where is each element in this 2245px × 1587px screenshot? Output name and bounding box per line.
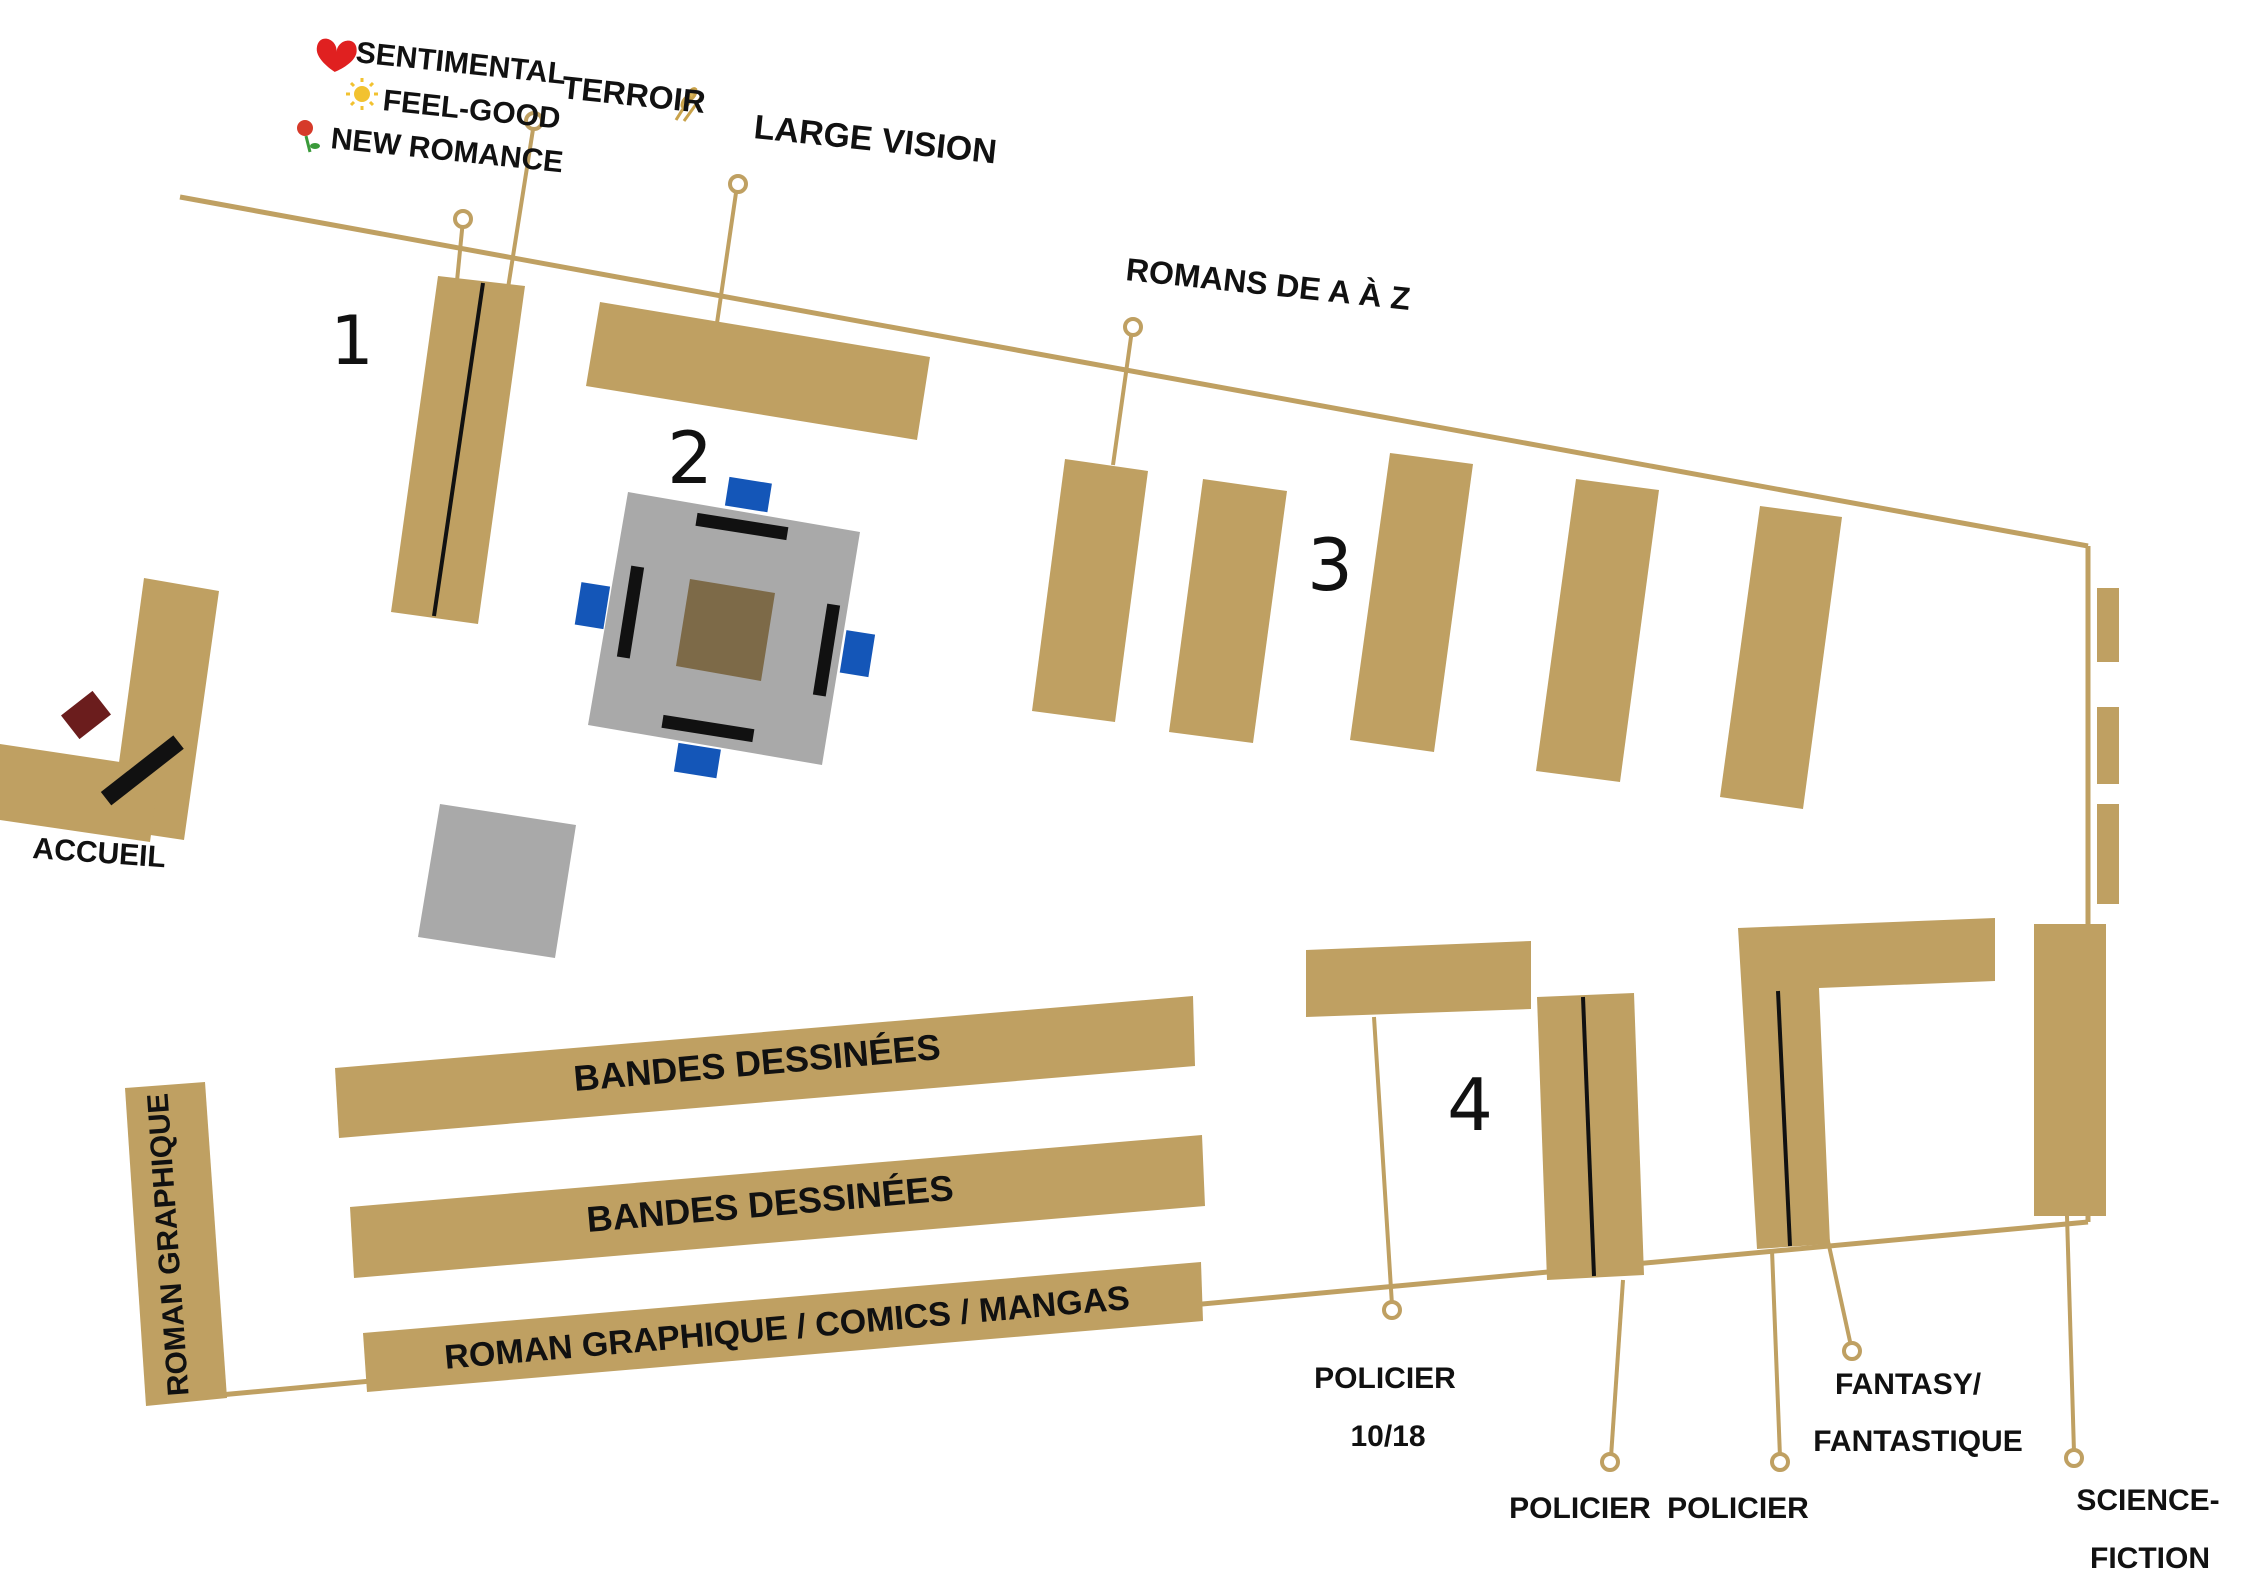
leader-policier-1018-dot xyxy=(1382,1300,1402,1320)
shelves-zone4 xyxy=(1306,918,2106,1280)
shelf-romans-3 xyxy=(1350,453,1473,752)
shelves-romans xyxy=(1032,453,1842,809)
leader-policier-a-dot xyxy=(1600,1452,1620,1472)
leader-fantasy xyxy=(1824,1231,1853,1347)
seat-bottom xyxy=(673,742,721,779)
leader-science-fiction-dot xyxy=(2064,1448,2084,1468)
leader-terroir xyxy=(506,122,536,289)
leader-large-vision-dot xyxy=(728,174,748,194)
wall-shelf-1 xyxy=(2097,588,2119,662)
seat-right xyxy=(839,630,876,678)
seat-top xyxy=(724,476,772,513)
leader-fantasy-dot xyxy=(1842,1341,1862,1361)
shelf-comics xyxy=(363,1262,1203,1392)
leader-romans-dot xyxy=(1123,317,1143,337)
shelf-policier-1018 xyxy=(1306,941,1531,1017)
shelf-romans-1 xyxy=(1032,459,1148,722)
leader-policier-b xyxy=(1770,1249,1782,1458)
label-fantasy-line2: FANTASTIQUE xyxy=(1813,1425,2022,1458)
label-science-fiction-line2: FICTION xyxy=(2090,1542,2210,1575)
shelf-large-vision xyxy=(586,302,930,440)
rose-icon xyxy=(297,120,320,153)
top-wall xyxy=(179,194,2089,549)
leader-sentimental-dot xyxy=(453,209,473,229)
reading-table xyxy=(574,476,876,779)
shelf-romans-2 xyxy=(1169,479,1287,743)
shelf-fantasy xyxy=(1738,918,1995,1249)
zone-number-1: 1 xyxy=(330,302,373,381)
leader-lines xyxy=(453,111,2084,1472)
sun-icon xyxy=(346,78,378,110)
table-bar-top xyxy=(695,512,789,541)
label-policier-1018-line2: 10/18 xyxy=(1350,1420,1425,1453)
leader-policier-b-dot xyxy=(1770,1452,1790,1472)
accueil-desk xyxy=(0,578,219,842)
table-bar-right xyxy=(812,603,841,697)
leader-science-fiction xyxy=(2065,1215,2076,1453)
shelf-romans-5 xyxy=(1720,506,1842,809)
shelf-bd-2 xyxy=(350,1135,1205,1278)
grey-block xyxy=(418,804,576,958)
label-large-vision: LARGE VISION xyxy=(752,108,998,171)
shelf-roman-graphique xyxy=(125,1082,227,1406)
wall-shelf-3 xyxy=(2097,804,2119,904)
wheat-icon xyxy=(674,87,704,122)
label-fantasy-line1: FANTASY/ xyxy=(1835,1368,1982,1401)
shelf-fantasy-divider xyxy=(1776,990,1792,1247)
wall-shelf-2 xyxy=(2097,707,2119,784)
shelves-bd xyxy=(125,996,1205,1406)
leader-policier-a xyxy=(1609,1279,1625,1458)
zone-number-4: 4 xyxy=(1447,1063,1493,1147)
leader-sentimental xyxy=(455,219,465,282)
zone-number-2: 2 xyxy=(667,416,713,500)
label-sentimental: SENTIMENTAL xyxy=(354,36,567,91)
leader-large-vision xyxy=(715,185,739,324)
label-feel-good: FEEL-GOOD xyxy=(381,84,562,135)
table-bar-left xyxy=(616,565,645,659)
leader-policier-1018 xyxy=(1372,1016,1394,1306)
shelf-science-fiction xyxy=(2034,924,2106,1216)
leader-romans xyxy=(1111,329,1134,466)
desk-item xyxy=(61,690,111,740)
label-science-fiction-line1: SCIENCE- xyxy=(2076,1484,2219,1517)
shelf-sentimental xyxy=(391,276,525,624)
label-terroir: TERROIR xyxy=(560,69,707,120)
desk-horizontal xyxy=(0,744,160,842)
label-policier-1018-line1: POLICIER xyxy=(1314,1362,1456,1395)
label-policier-a: POLICIER xyxy=(1509,1492,1651,1525)
wall-shelves-right xyxy=(2097,588,2119,904)
desk-bar xyxy=(100,735,184,806)
shelf-policier-a-divider xyxy=(1581,996,1596,1277)
shelf-bd-1 xyxy=(335,996,1195,1138)
seat-left xyxy=(574,582,611,630)
table-center xyxy=(676,579,775,681)
leader-terroir-dot xyxy=(524,111,544,131)
heart-icon xyxy=(316,38,357,72)
label-romans-a-z: ROMANS DE A À Z xyxy=(1124,251,1412,317)
table-bar-bottom xyxy=(661,714,755,743)
zone-number-3: 3 xyxy=(1307,523,1353,607)
shelf-divider xyxy=(432,282,485,617)
shelf-romans-4 xyxy=(1536,479,1659,782)
label-policier-b: POLICIER xyxy=(1667,1492,1809,1525)
